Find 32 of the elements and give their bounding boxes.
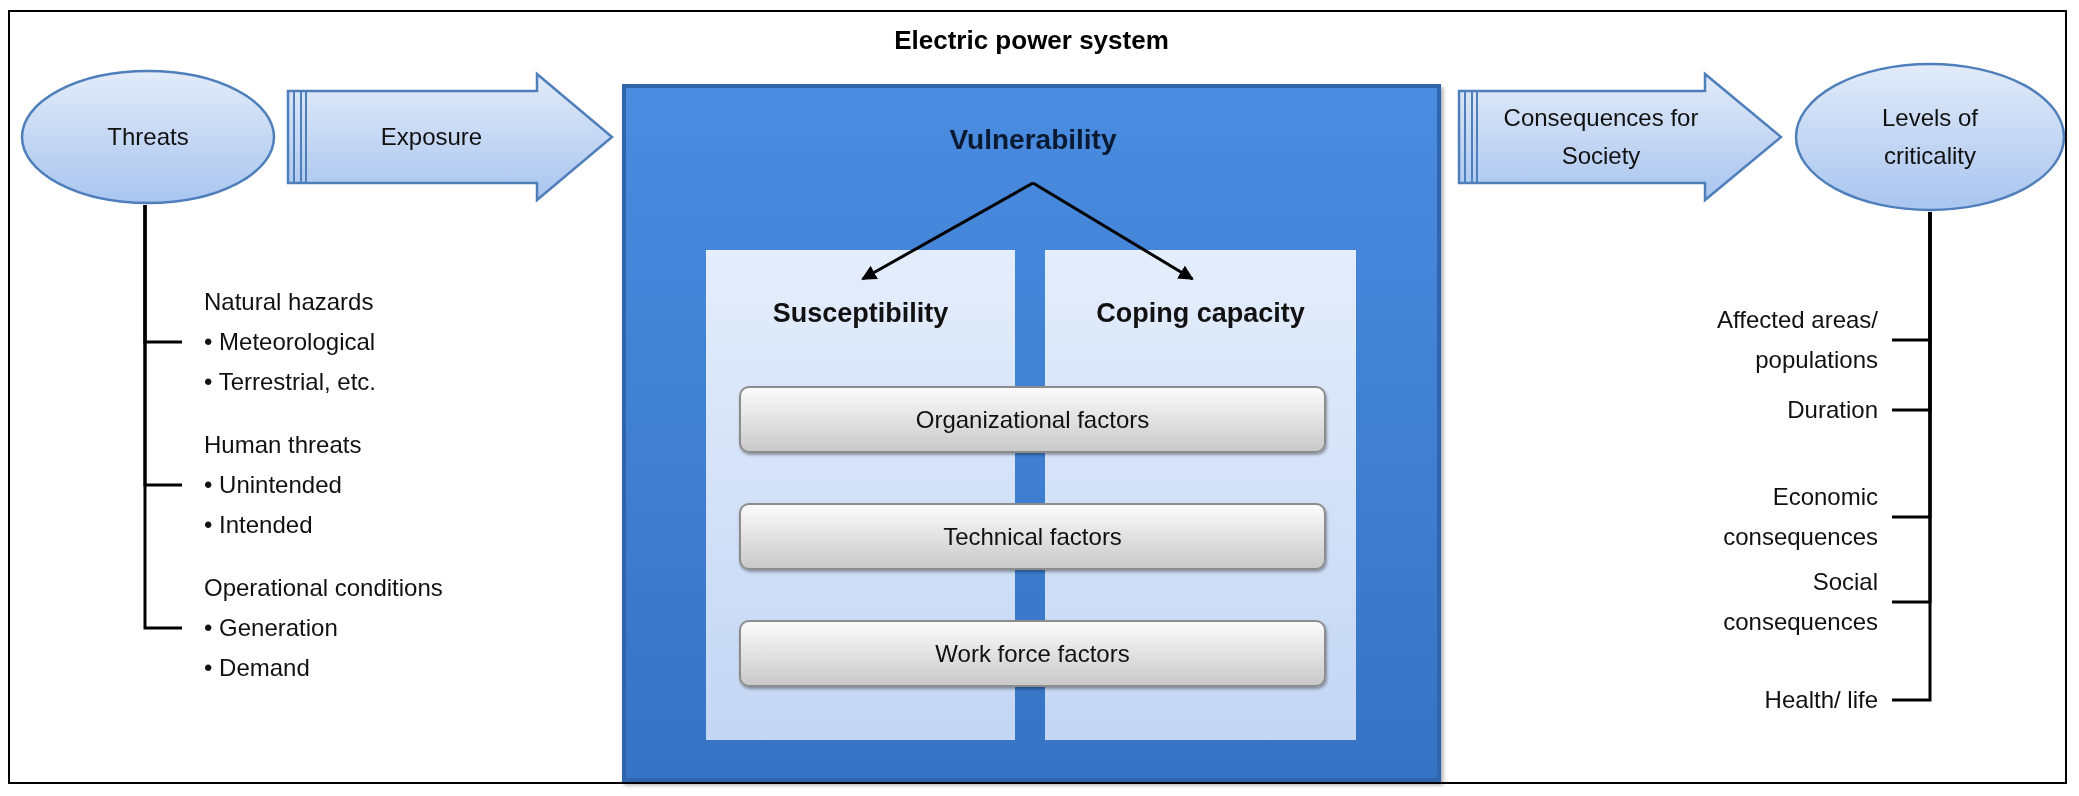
heading-text: Vulnerability	[948, 123, 1118, 157]
list-text: Human threats	[204, 430, 363, 460]
panel-heading: Susceptibility	[771, 297, 950, 330]
bracket-line	[1892, 212, 1932, 702]
node-label: Threats	[107, 122, 189, 152]
factor-label: Work force factors	[935, 638, 1130, 669]
factor-box	[739, 620, 1326, 687]
factor-box	[739, 503, 1326, 570]
arrow	[861, 181, 1034, 281]
list-text: • Terrestrial, etc.	[204, 367, 377, 397]
list-text: Operational conditions	[204, 573, 444, 603]
factor-box	[739, 386, 1326, 453]
node-label: Levels of criticality	[1880, 103, 1980, 171]
factor-label: Technical factors	[943, 521, 1122, 552]
list-text: • Meteorological	[204, 327, 377, 357]
list-text: Duration	[1786, 395, 1878, 425]
list-text: Economic consequences	[1722, 482, 1878, 552]
list-text: • Demand	[204, 653, 311, 683]
list-text: Social consequences	[1722, 567, 1878, 637]
factor-label: Organizational factors	[915, 404, 1150, 435]
list-text: Affected areas/ populations	[1716, 305, 1878, 375]
arrow	[1032, 181, 1194, 281]
system-title: Electric power system	[893, 24, 1170, 57]
list-text: • Intended	[204, 510, 314, 540]
list-text: • Generation	[204, 613, 339, 643]
bracket-line	[143, 205, 182, 630]
arrow-label: Consequences for Society	[1502, 103, 1700, 171]
list-text: Natural hazards	[204, 287, 375, 317]
list-text: Health/ life	[1763, 685, 1878, 715]
panel-heading: Coping capacity	[1095, 297, 1306, 330]
list-text: • Unintended	[204, 470, 343, 500]
arrow-label: Exposure	[379, 122, 484, 152]
